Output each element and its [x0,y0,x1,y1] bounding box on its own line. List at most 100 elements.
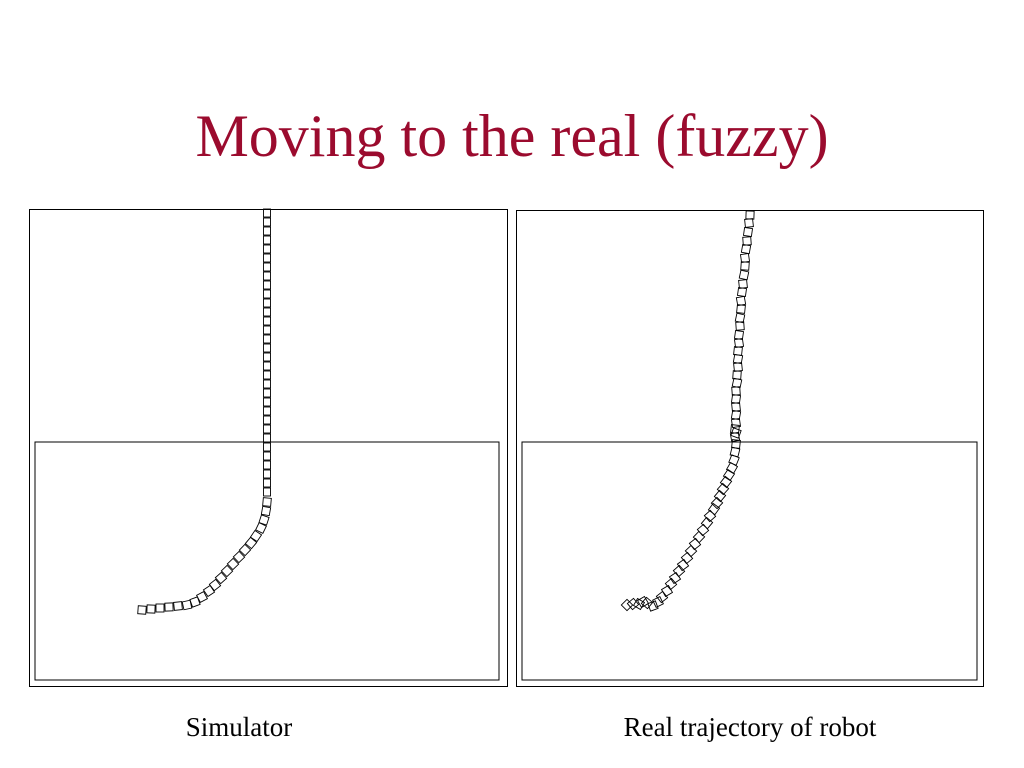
real-robot-marker [716,482,730,496]
simulator-panel [29,208,508,687]
real-robot-marker [745,210,755,220]
real-robot-marker [736,286,748,298]
simulator-robot-marker [263,487,271,497]
simulator-robot-marker [263,388,271,398]
real-robot-marker [652,596,664,608]
simulator-robot-marker [137,605,147,615]
simulator-robot-marker [244,536,258,550]
real-panel [516,210,984,687]
simulator-robot-marker [263,469,271,479]
simulator-robot-marker [263,325,271,335]
real-robot-marker [664,577,678,591]
simulator-robot-marker [263,298,271,308]
simulator-robot-marker [262,497,272,507]
real-robot-marker [710,496,724,510]
simulator-robot-marker [263,343,271,353]
real-robot-marker [688,537,702,551]
real-robot-marker [730,427,742,439]
real-robot-marker [668,571,682,585]
real-robot-marker [632,597,646,611]
real-robot-marker [742,236,752,246]
simulator-robot-marker [189,596,201,608]
real-trajectory-diagram [521,210,978,681]
real-robot-marker [730,393,742,405]
simulator-trajectory-markers [137,208,272,615]
simulator-robot-marker [263,424,271,434]
real-robot-marker [680,551,694,565]
simulator-robot-marker [214,571,228,585]
real-robot-marker [730,417,742,429]
simulator-robot-marker [255,522,267,534]
real-robot-marker [738,279,748,289]
simulator-robot-marker [263,280,271,290]
simulator-robot-marker [249,529,263,543]
real-robot-marker [696,523,710,537]
simulator-robot-marker [263,217,271,227]
simulator-robot-marker [263,316,271,326]
real-robot-marker [738,269,750,281]
real-robot-marker [744,218,754,228]
real-robot-marker [672,564,686,578]
simulator-robot-marker [263,415,271,425]
simulator-robot-marker [263,451,271,461]
real-inner-frame [521,441,978,681]
simulator-robot-marker [220,564,234,578]
real-robot-marker [703,509,717,523]
simulator-robot-marker [263,379,271,389]
simulator-robot-marker [263,235,271,245]
simulator-robot-marker [263,244,271,254]
simulator-robot-marker [260,505,272,517]
simulator-robot-marker [181,599,193,611]
real-robot-marker [692,530,706,544]
simulator-robot-marker [263,478,271,488]
real-robot-marker [655,590,669,604]
real-robot-marker [719,475,733,489]
real-robot-marker [684,544,698,558]
simulator-robot-marker [263,442,271,452]
real-robot-marker [636,595,650,609]
simulator-robot-marker [263,397,271,407]
simulator-robot-marker [263,361,271,371]
real-robot-marker [733,337,745,349]
simulator-robot-marker [202,584,216,598]
simulator-robot-marker [155,603,165,613]
real-trajectory-markers [620,210,755,612]
real-robot-marker [740,243,752,255]
real-robot-marker [729,431,741,443]
real-robot-marker [731,377,743,389]
real-robot-marker [725,461,739,475]
simulator-robot-marker [146,604,156,614]
simulator-robot-marker [263,307,271,317]
simulator-robot-marker [263,370,271,380]
simulator-robot-marker [226,557,240,571]
simulator-robot-marker [263,262,271,272]
simulator-robot-marker [173,601,183,611]
real-robot-marker [736,304,746,314]
real-robot-marker [742,226,754,238]
simulator-robot-marker [238,543,252,557]
real-robot-marker [713,489,727,503]
simulator-robot-marker [263,253,271,263]
simulator-robot-marker [263,271,271,281]
slide-title: Moving to the real (fuzzy) [195,103,829,169]
real-robot-marker [660,584,674,598]
simulator-robot-marker [263,352,271,362]
simulator-robot-marker [263,406,271,416]
real-robot-marker [676,558,690,572]
real-robot-marker [735,321,745,331]
simulator-caption: Simulator [185,712,293,742]
real-robot-marker [626,597,640,611]
simulator-trajectory-diagram [34,208,500,681]
simulator-robot-marker [258,514,270,526]
real-robot-marker [620,598,634,612]
real-robot-marker [740,261,750,271]
simulator-robot-marker [263,460,271,470]
simulator-robot-marker [263,226,271,236]
simulator-robot-marker [164,602,174,612]
simulator-robot-marker [263,433,271,443]
simulator-robot-marker [263,208,271,218]
simulator-robot-marker [263,289,271,299]
simulator-robot-marker [263,334,271,344]
simulator-robot-marker [232,550,246,564]
